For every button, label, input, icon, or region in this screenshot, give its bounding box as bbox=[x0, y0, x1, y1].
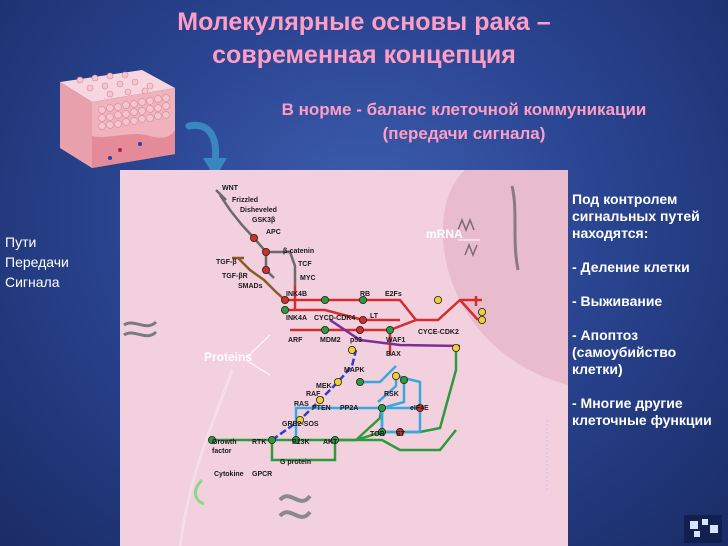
node-pten: PTEN bbox=[312, 405, 331, 412]
node-rb: RB bbox=[360, 291, 370, 298]
title-line-2: современная концепция bbox=[212, 41, 516, 69]
node-tgfbr: TGF-βR bbox=[222, 273, 248, 280]
node-smads: SMADs bbox=[238, 283, 263, 290]
node-myc: MYC bbox=[300, 275, 316, 282]
node-lt: LT bbox=[370, 313, 379, 320]
node-bax: BAX bbox=[386, 351, 401, 358]
node-gprotein: G protein bbox=[280, 459, 311, 466]
function-other: - Многие другие клеточные функции bbox=[572, 395, 712, 428]
nucleus-region bbox=[442, 170, 568, 385]
pathways-label-line-1: Пути bbox=[5, 234, 37, 250]
node-cytokine: Cytokine bbox=[214, 471, 244, 478]
function-survival: - Выживание bbox=[572, 293, 663, 309]
node-apc: APC bbox=[266, 229, 281, 236]
node-cycd: CYCD-CDK4 bbox=[314, 315, 355, 322]
function-apoptosis: - Апоптоз (самоубийство клетки) bbox=[572, 327, 677, 377]
mrna-label: mRNA bbox=[426, 227, 463, 241]
node-pp2a: PP2A bbox=[340, 405, 358, 412]
node-rtk: RTK bbox=[252, 439, 266, 446]
node-eif4e: eIF4E bbox=[410, 405, 429, 412]
pointer-arrow-icon bbox=[185, 121, 227, 178]
title-line-1: Молекулярные основы рака – bbox=[177, 8, 551, 36]
node-st: ST bbox=[396, 431, 406, 438]
node-bcatenin: β-catenin bbox=[283, 248, 314, 255]
node-gpcr: GPCR bbox=[252, 471, 272, 478]
function-cell-division: - Деление клетки bbox=[572, 259, 690, 275]
node-wnt: WNT bbox=[222, 185, 239, 192]
node-waf1: WAF1 bbox=[386, 337, 406, 344]
node-mek: MEK bbox=[316, 383, 332, 390]
node-tcf: TCF bbox=[298, 261, 312, 268]
node-ink4b: INK4B bbox=[286, 291, 307, 298]
pathways-label: Пути Передачи Сигнала bbox=[5, 232, 69, 292]
node-tgfb: TGF-β bbox=[216, 259, 237, 266]
corner-logo bbox=[684, 515, 722, 543]
subtitle-line-1: В норме - баланс клеточной коммуникации bbox=[281, 100, 647, 119]
node-ras: RAS bbox=[294, 401, 309, 408]
node-rsk: RSK bbox=[384, 391, 399, 398]
node-disheveled: Disheveled bbox=[240, 207, 277, 214]
signaling-pathway-diagram: mRNA Proteins bbox=[120, 170, 568, 546]
node-cyce: CYCE-CDK2 bbox=[418, 329, 459, 336]
node-frizzled: Frizzled bbox=[232, 197, 258, 204]
node-arf: ARF bbox=[288, 337, 303, 344]
vertical-credit-mark bbox=[546, 420, 548, 490]
tissue-block-image bbox=[60, 70, 175, 168]
proteins-label: Proteins bbox=[204, 350, 252, 364]
node-mapk: MAPK bbox=[344, 367, 365, 374]
node-raf: RAF bbox=[306, 391, 321, 398]
node-factor: factor bbox=[212, 448, 232, 455]
node-gsk3b: GSK3β bbox=[252, 217, 276, 224]
node-grb2: GRB2-SOS bbox=[282, 421, 319, 428]
node-tor: TOR bbox=[370, 431, 385, 438]
pathways-label-line-2: Передачи bbox=[5, 254, 69, 270]
pathways-label-line-3: Сигнала bbox=[5, 274, 60, 290]
node-akt: AKT bbox=[323, 439, 338, 446]
page-subtitle: В норме - баланс клеточной коммуникации … bbox=[200, 98, 728, 146]
node-growth: Growth bbox=[212, 439, 237, 446]
node-p13k: P13K bbox=[292, 439, 310, 446]
node-ink4a: INK4A bbox=[286, 315, 307, 322]
page-title: Молекулярные основы рака – современная к… bbox=[100, 6, 628, 72]
node-e2fs: E2Fs bbox=[385, 291, 402, 298]
node-mdm2: MDM2 bbox=[320, 337, 341, 344]
node-p53: p53 bbox=[350, 337, 362, 344]
functions-intro: Под контролем сигнальных путей находятся… bbox=[572, 191, 700, 241]
controlled-functions-list: Под контролем сигнальных путей находятся… bbox=[572, 191, 722, 429]
subtitle-line-2: (передачи сигнала) bbox=[382, 124, 546, 143]
